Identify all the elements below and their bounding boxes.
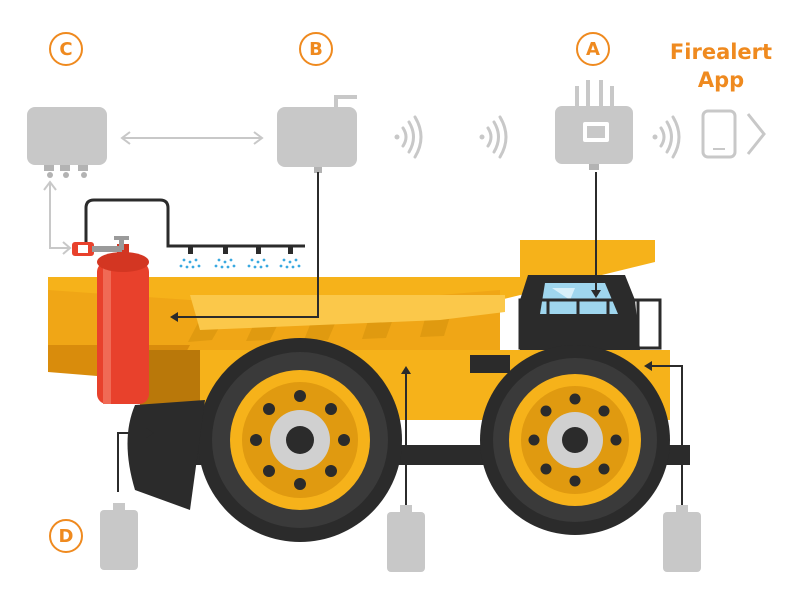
app-title-line2: App — [697, 68, 745, 92]
suppression-pipe — [84, 198, 305, 248]
label-a: A — [576, 32, 610, 66]
sensor-d-middle — [387, 505, 425, 572]
label-c: C — [49, 32, 83, 66]
label-b: B — [299, 32, 333, 66]
wifi-icon — [394, 115, 423, 159]
connector-lines — [117, 172, 683, 512]
fire-extinguisher — [97, 244, 149, 404]
app-title-line1: Firealert — [669, 40, 773, 64]
dump-truck — [48, 240, 690, 542]
phone-icon — [701, 109, 737, 159]
sensor-d-right — [663, 505, 701, 572]
chevron-right-icon — [746, 113, 766, 155]
wifi-icon — [652, 115, 681, 159]
water-spray — [179, 258, 301, 269]
valve-icon — [72, 236, 129, 256]
wifi-icon — [479, 115, 508, 159]
link-arrow-c-b — [120, 131, 264, 145]
device-b-box — [277, 95, 357, 173]
device-a-gateway — [555, 80, 633, 170]
device-c-box — [27, 107, 107, 178]
link-arrow-c-valve — [43, 180, 72, 255]
rear-wheel — [198, 338, 402, 542]
app-title: Firealert App — [660, 38, 782, 94]
nozzle-icon — [188, 246, 293, 254]
front-wheel — [480, 345, 670, 535]
label-d: D — [49, 519, 83, 553]
sensor-d-left — [100, 503, 138, 570]
connector-arrowheads — [146, 290, 652, 438]
